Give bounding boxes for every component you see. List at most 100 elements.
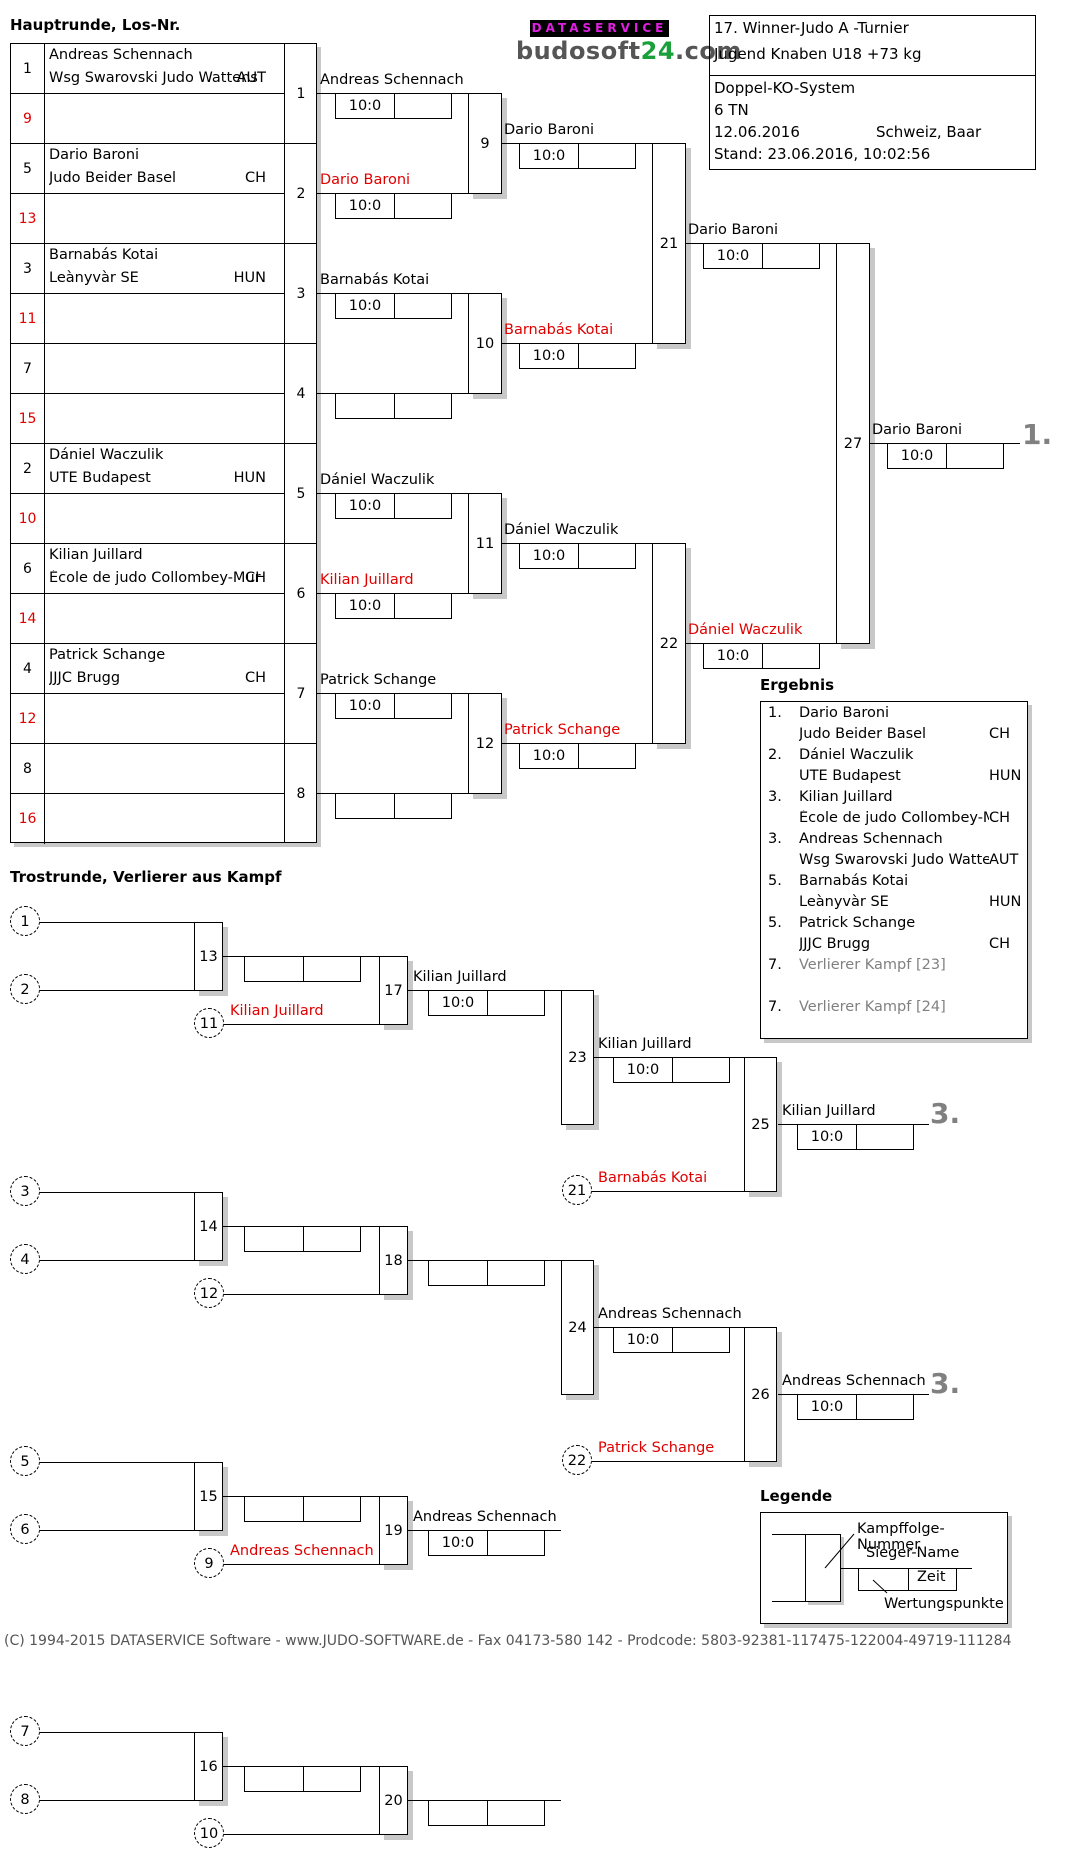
draw-row: 11 [11, 293, 284, 344]
result-nation: CH [989, 810, 1011, 826]
result-name[interactable]: Kilian Juillard [799, 789, 893, 805]
winner-name[interactable]: Barnabás Kotai [504, 322, 614, 338]
result-name[interactable]: Barnabás Kotai [799, 873, 909, 889]
repechage-entrant-name[interactable]: Andreas Schennach [230, 1543, 374, 1559]
score-points: 10:0 [336, 694, 395, 718]
legend-match-box [805, 1534, 841, 1602]
lot-number: 2 [11, 444, 45, 494]
match-box: 9 [468, 93, 502, 194]
athlete-name[interactable]: Andreas Schennach [49, 47, 193, 63]
winner-name[interactable]: Dániel Waczulik [504, 522, 619, 538]
score-box: 10:0 [335, 294, 452, 319]
result-name[interactable]: Dániel Waczulik [799, 747, 914, 763]
score-points: 10:0 [429, 991, 488, 1015]
logo-text: budosoft [516, 37, 641, 65]
lot-number: 1 [11, 44, 45, 94]
athlete-name[interactable]: Dario Baroni [49, 147, 140, 163]
score-box [428, 1801, 545, 1826]
result-name[interactable]: Verlierer Kampf [24] [799, 999, 946, 1015]
score-points: 10:0 [429, 1531, 488, 1555]
event-date: 12.06.2016 [714, 123, 800, 141]
result-nation: HUN [989, 768, 1022, 784]
match-number: 12 [475, 735, 495, 752]
lot-number: 16 [11, 794, 45, 844]
result-name[interactable]: Andreas Schennach [799, 831, 943, 847]
athlete-name[interactable]: Patrick Schange [49, 647, 166, 663]
winner-name[interactable]: Kilian Juillard [320, 572, 414, 588]
score-points [336, 794, 395, 818]
athlete-name[interactable]: Kilian Juillard [49, 547, 143, 563]
lot-number: 7 [11, 344, 45, 394]
score-points [245, 1227, 304, 1251]
winner-name[interactable]: Dario Baroni [320, 172, 411, 188]
athlete-name[interactable]: Dániel Waczulik [49, 447, 164, 463]
result-name[interactable]: Patrick Schange [799, 915, 916, 931]
logo-number: 24 [640, 37, 676, 65]
score-box: 10:0 [428, 991, 545, 1016]
bracket-line [224, 1294, 379, 1295]
winner-name[interactable]: Andreas Schennach [782, 1373, 926, 1389]
match-box: 11 [468, 493, 502, 594]
winner-name[interactable]: Patrick Schange [504, 722, 621, 738]
bracket-line [40, 1732, 194, 1733]
score-points: 10:0 [520, 544, 579, 568]
match-box: 14 [194, 1192, 223, 1261]
score-box: 10:0 [797, 1395, 914, 1420]
bracket-line [40, 922, 194, 923]
match-box: 21 [652, 143, 686, 344]
match-number: 20 [384, 1792, 403, 1809]
tournament-info-box: 17. Winner-Judo A -Turnier Jugend Knaben… [709, 15, 1036, 170]
bracket-line [317, 193, 468, 194]
weight-category: Jugend Knaben U18 +73 kg [714, 45, 922, 63]
bracket-line [408, 1530, 561, 1531]
bracket-line [408, 1260, 561, 1261]
lot-number: 3 [11, 244, 45, 294]
score-points: 10:0 [704, 244, 763, 268]
winner-name[interactable]: Dániel Waczulik [320, 472, 435, 488]
winner-name[interactable]: Kilian Juillard [782, 1103, 876, 1119]
score-points: 10:0 [798, 1395, 857, 1419]
result-nation: AUT [989, 852, 1019, 868]
score-points: 10:0 [798, 1125, 857, 1149]
score-box: 10:0 [335, 694, 452, 719]
result-rank: 3. [768, 789, 782, 805]
repechage-entrant-name[interactable]: Barnabás Kotai [598, 1170, 708, 1186]
winner-name[interactable]: Kilian Juillard [598, 1036, 692, 1052]
winner-name[interactable]: Andreas Schennach [320, 72, 464, 88]
match-number: 21 [659, 235, 679, 252]
winner-name[interactable]: Dario Baroni [504, 122, 595, 138]
winner-name[interactable]: Barnabás Kotai [320, 272, 430, 288]
winner-name[interactable]: Dániel Waczulik [688, 622, 803, 638]
match-number: 18 [384, 1252, 403, 1269]
nation-code: AUT [236, 70, 266, 86]
match-number: 9 [480, 135, 490, 152]
match-number: 5 [285, 443, 317, 543]
bracket-line [40, 1530, 194, 1531]
winner-name[interactable]: Andreas Schennach [413, 1509, 557, 1525]
bracket-line [40, 1192, 194, 1193]
winner-name[interactable]: Kilian Juillard [413, 969, 507, 985]
result-name[interactable]: Verlierer Kampf [23] [799, 957, 946, 973]
score-points [245, 957, 304, 981]
score-box: 10:0 [887, 444, 1004, 469]
athlete-name[interactable]: Barnabás Kotai [49, 247, 159, 263]
repechage-entrant-name[interactable]: Patrick Schange [598, 1440, 715, 1456]
repechage-entrant-name[interactable]: Kilian Juillard [230, 1003, 324, 1019]
result-club: Leànyvàr SE [799, 894, 889, 910]
winner-name[interactable]: Dario Baroni [688, 222, 779, 238]
winner-name[interactable]: Andreas Schennach [598, 1306, 742, 1322]
score-box: 10:0 [703, 244, 820, 269]
result-name[interactable]: Dario Baroni [799, 705, 890, 721]
winner-name[interactable]: Dario Baroni [872, 422, 963, 438]
winner-name[interactable]: Patrick Schange [320, 672, 437, 688]
match-number: 17 [384, 982, 403, 999]
result-nation: HUN [989, 894, 1022, 910]
legend-fight-number: Kampffolge-Nummer [857, 1521, 945, 1553]
loser-source-circle: 11 [194, 1008, 224, 1038]
loser-source-circle: 4 [10, 1244, 40, 1274]
score-box [244, 1227, 361, 1252]
